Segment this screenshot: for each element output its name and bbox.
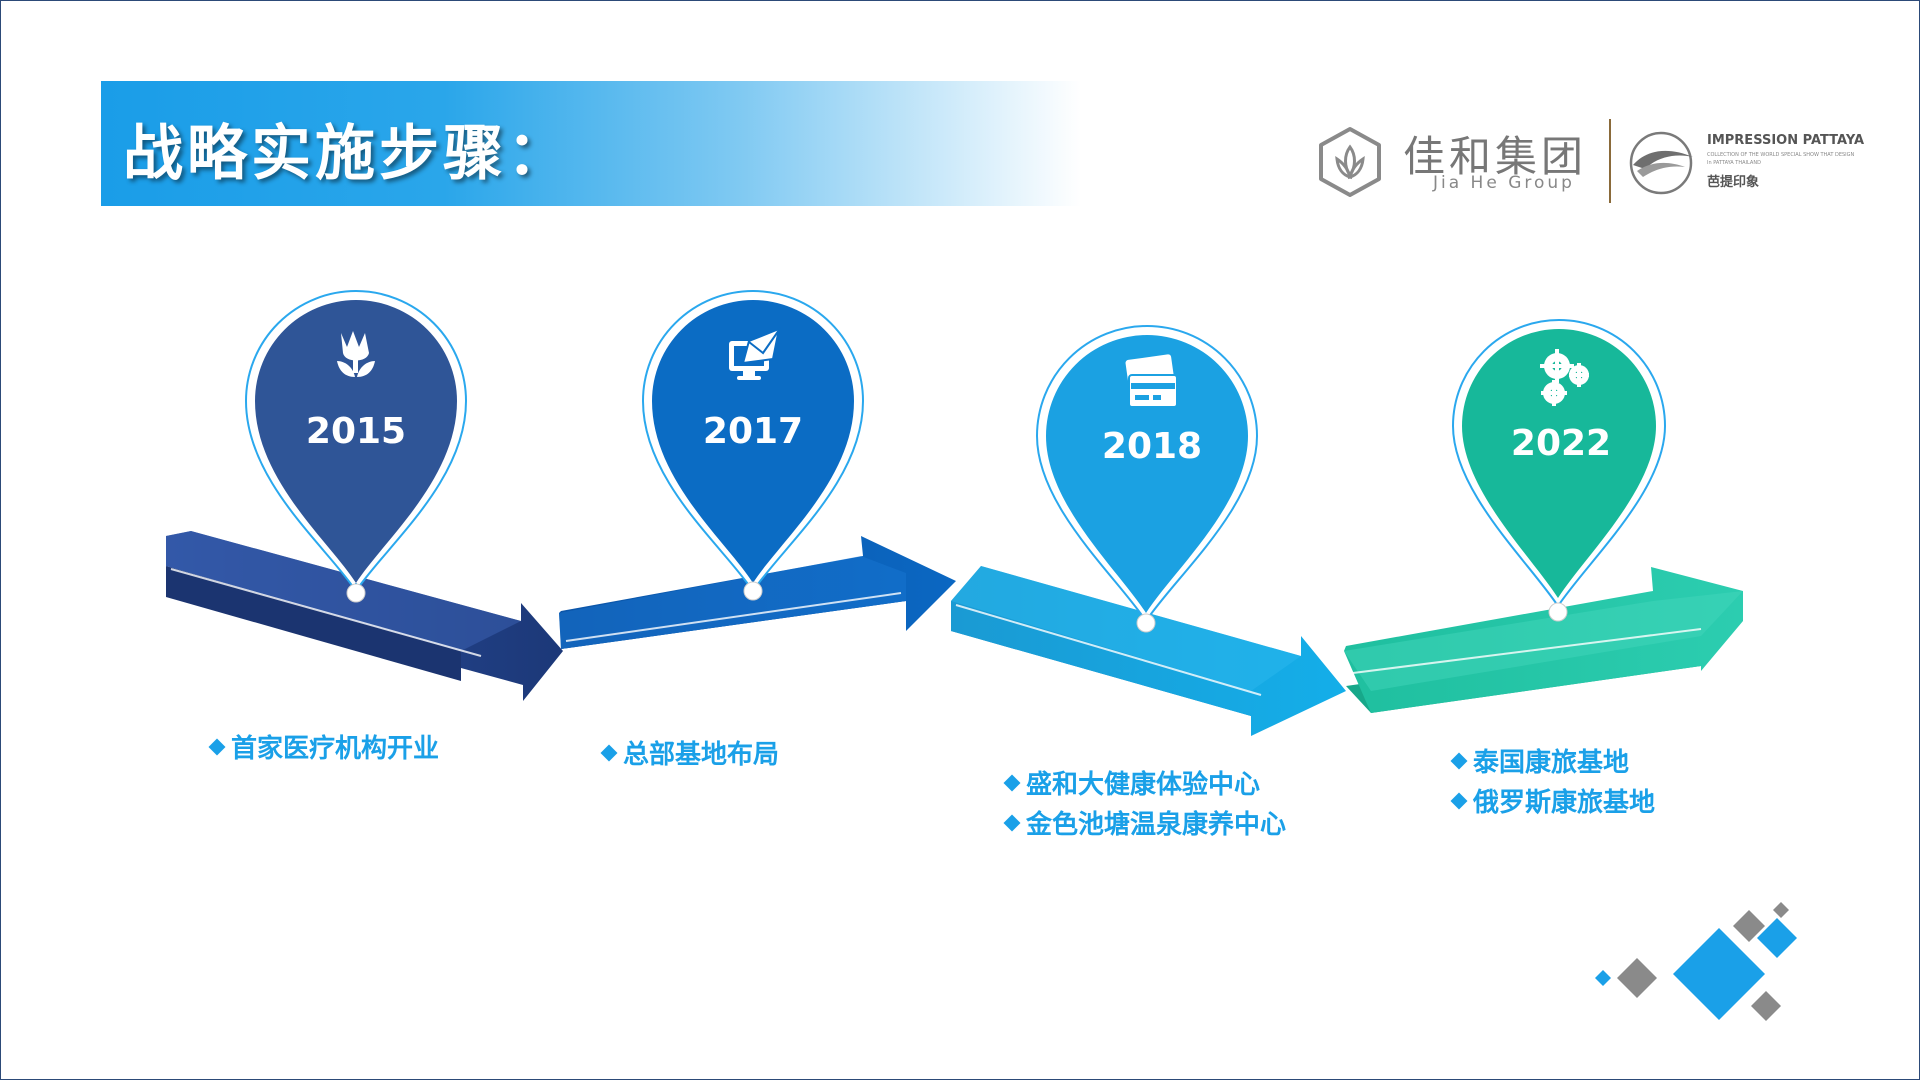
pin-2022 [1451,319,1667,622]
tulip-icon [337,331,375,377]
year-2017: 2017 [702,411,804,452]
arrow-2018 [951,566,1346,736]
year-2018: 2018 [1101,426,1203,467]
logo-divider [1609,119,1611,203]
impression-logo-title: IMPRESSION PATTAYA [1707,133,1865,148]
bullet-diamond-icon [1450,752,1468,769]
year-2022: 2022 [1510,423,1612,464]
milestone-2017-item-1: 总部基地布局 [600,735,779,775]
computer-mail-icon [729,327,781,380]
jiahe-logo-en: Jia He Group [1433,173,1575,193]
page-title: 战略实施步骤： [123,119,571,189]
logo-group: 佳和集团 Jia He Group IMPRESSION PATTAYA COL… [1311,119,1871,205]
bullet-diamond-icon [1003,814,1021,831]
year-2015: 2015 [305,411,407,452]
bullet-diamond-icon [208,738,226,755]
impression-logo-icon [1629,131,1693,195]
bullet-diamond-icon [1003,774,1021,791]
bullet-diamond-icon [1450,792,1468,809]
decorative-diamonds [1595,902,1797,1021]
credit-card-icon [1125,354,1178,408]
milestone-2018-item-2: 金色池塘温泉康养中心 [1003,805,1286,845]
pin-2018 [1035,325,1259,633]
gears-icon [1540,349,1589,406]
milestone-2022-item-2: 俄罗斯康旅基地 [1450,783,1655,823]
milestone-2018-item-1: 盛和大健康体验中心 [1003,765,1260,805]
milestone-2015-item-1: 首家医疗机构开业 [208,729,439,769]
jiahe-logo-icon [1319,127,1381,197]
bullet-diamond-icon [600,744,618,761]
impression-logo-sub2: In PATTAYA THAILAND [1707,160,1761,166]
arrow-2015 [166,531,563,701]
milestone-2022-item-1: 泰国康旅基地 [1450,743,1629,783]
arrow-2022 [1344,567,1743,713]
impression-logo-cn: 芭提印象 [1707,175,1760,190]
jiahe-logo-cn: 佳和集团 [1403,132,1588,181]
pin-2015 [244,290,468,603]
pin-2017 [641,290,865,601]
impression-logo-sub1: COLLECTION OF THE WORLD SPECIAL SHOW THA… [1707,152,1855,158]
title-band: 战略实施步骤： [101,81,1081,206]
